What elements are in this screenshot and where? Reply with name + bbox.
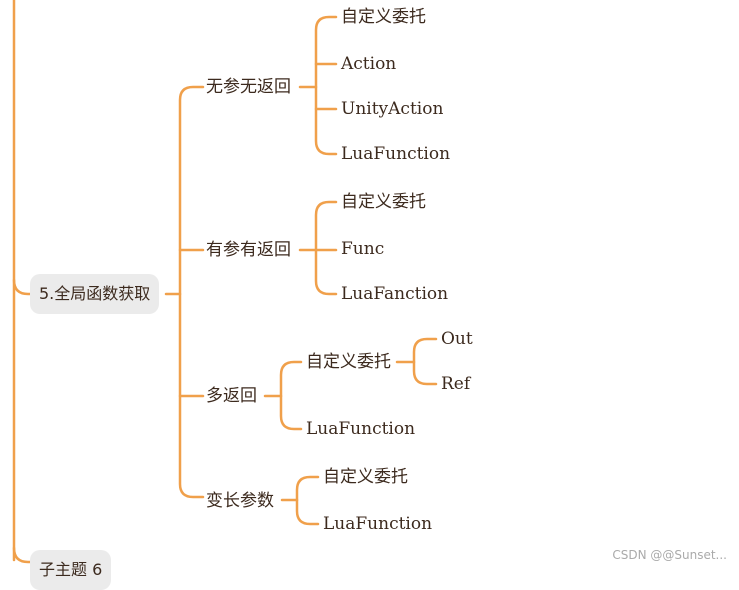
group-label-multi-return[interactable]: 多返回: [206, 386, 257, 406]
leaf-luafanction[interactable]: LuaFanction: [341, 284, 449, 304]
leaf-action[interactable]: Action: [341, 54, 397, 74]
leaf-luafunction[interactable]: LuaFunction: [341, 144, 451, 164]
groups-spine: [178, 85, 205, 499]
group-label-param-with-return[interactable]: 有参有返回: [206, 240, 291, 260]
leaf-custom-delegate[interactable]: 自定义委托: [341, 7, 426, 27]
leaf-custom-delegate[interactable]: 自定义委托: [323, 467, 408, 487]
group2-spine: [314, 200, 338, 296]
group3-spine: [279, 360, 303, 431]
root-connector-next: [12, 546, 34, 564]
leaf-ref[interactable]: Ref: [441, 374, 471, 394]
root-connector-main: [12, 278, 34, 296]
connector-lines: [12, 0, 438, 564]
next-topic[interactable]: 子主题 6: [30, 550, 112, 590]
leaf-out[interactable]: Out: [441, 329, 473, 349]
leaf-custom-delegate[interactable]: 自定义委托: [306, 352, 391, 372]
group-label-no-param-no-return[interactable]: 无参无返回: [206, 77, 291, 97]
leaf-custom-delegate[interactable]: 自定义委托: [341, 192, 426, 212]
group-label-variadic-params[interactable]: 变长参数: [206, 491, 274, 511]
leaf-func[interactable]: Func: [341, 239, 385, 259]
leaf-luafunction[interactable]: LuaFunction: [306, 419, 416, 439]
group1-spine: [314, 15, 338, 156]
group3-sub-spine: [412, 337, 438, 386]
watermark: CSDN @@Sunset...: [612, 548, 727, 562]
leaf-luafunction[interactable]: LuaFunction: [323, 514, 433, 534]
central-topic[interactable]: 5.全局函数获取: [30, 274, 160, 314]
leaf-unityaction[interactable]: UnityAction: [341, 99, 444, 119]
group4-spine: [295, 475, 320, 526]
